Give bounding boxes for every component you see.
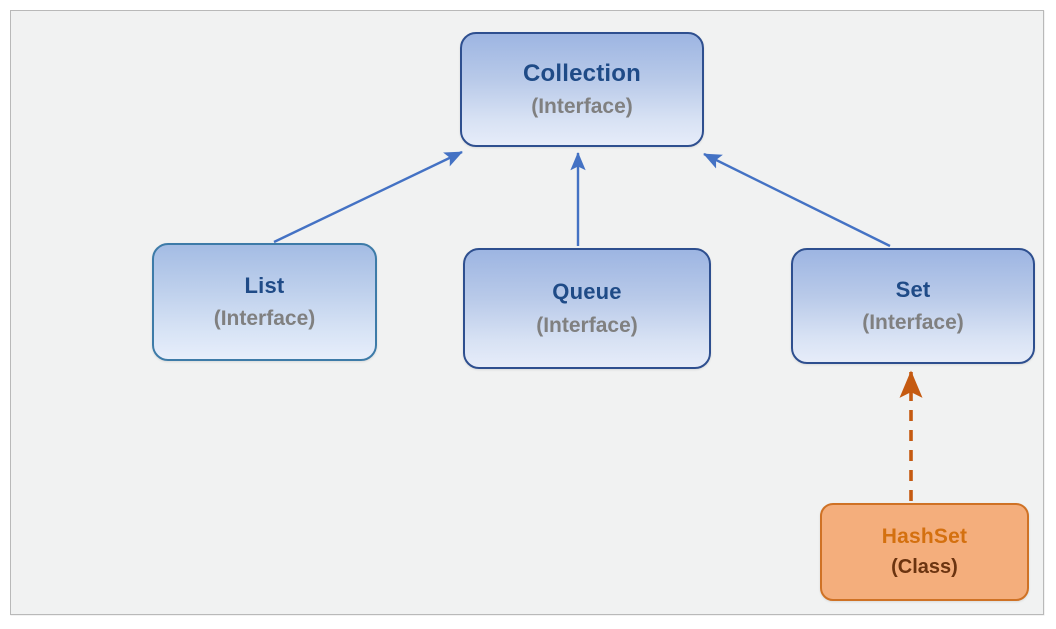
node-list-subtitle: (Interface) [213,307,316,331]
node-collection-subtitle: (Interface) [531,95,633,119]
node-list-title: List [244,272,285,298]
node-set-title: Set [895,276,931,302]
node-collection-title: Collection [522,59,641,87]
node-hashset[interactable]: HashSet (Class) [820,503,1029,601]
node-set[interactable]: Set (Interface) [791,248,1035,364]
node-queue-title: Queue [552,279,622,305]
node-collection[interactable]: Collection (Interface) [460,32,704,147]
node-hashset-subtitle: (Class) [891,555,958,578]
node-list[interactable]: List (Interface) [152,243,377,361]
node-set-subtitle: (Interface) [862,311,964,335]
node-hashset-title: HashSet [881,525,968,549]
node-queue[interactable]: Queue (Interface) [463,248,711,369]
node-queue-subtitle: (Interface) [536,313,638,337]
